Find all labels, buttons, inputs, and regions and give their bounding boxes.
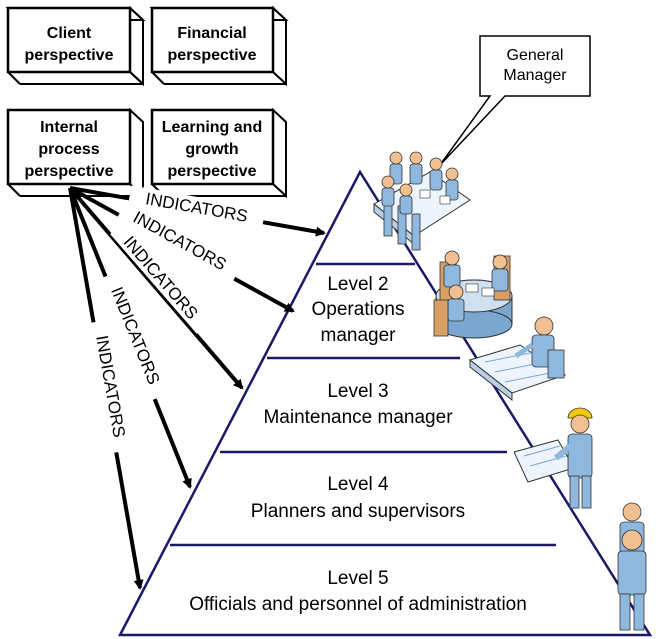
general-manager-callout: General Manager (439, 35, 591, 166)
svg-text:Level 2: Level 2 (327, 274, 388, 295)
svg-text:Internal: Internal (40, 119, 98, 136)
svg-text:process: process (38, 141, 99, 158)
client-perspective-box: Client perspective (5, 5, 146, 87)
svg-text:Officials and personnel of adm: Officials and personnel of administratio… (189, 594, 527, 615)
svg-text:Level 3: Level 3 (327, 381, 388, 402)
svg-text:Learning and: Learning and (162, 119, 262, 136)
level-5-label: Level 5 Officials and personnel of admin… (189, 568, 527, 615)
internal-process-perspective-box: Internal process perspective (6, 107, 144, 199)
svg-text:Maintenance manager: Maintenance manager (263, 407, 453, 428)
team-meeting-icon (433, 250, 513, 339)
svg-text:Manager: Manager (503, 67, 567, 84)
svg-text:perspective: perspective (168, 163, 257, 180)
svg-text:Operations: Operations (312, 299, 405, 320)
svg-text:General: General (507, 47, 564, 64)
pyramid (117, 169, 653, 637)
svg-text:Planners and supervisors: Planners and supervisors (251, 501, 465, 522)
svg-text:Financial: Financial (177, 25, 246, 42)
level-2-label: Level 2 Operations manager (312, 274, 405, 346)
svg-text:INDICATORS: INDICATORS (92, 334, 129, 439)
svg-text:perspective: perspective (25, 47, 114, 64)
engineer-with-plan-icon (513, 407, 593, 509)
svg-text:perspective: perspective (25, 163, 114, 180)
svg-text:Level 4: Level 4 (327, 474, 389, 495)
svg-text:growth: growth (185, 141, 238, 158)
level-4-label: Level 4 Planners and supervisors (251, 474, 465, 522)
indicator-label-5: INDICATORS (89, 319, 133, 454)
board-meeting-icon (373, 151, 471, 251)
learning-growth-perspective-box: Learning and growth perspective (150, 107, 287, 199)
svg-text:Level 5: Level 5 (327, 568, 388, 589)
svg-text:manager: manager (321, 325, 397, 346)
level-3-label: Level 3 Maintenance manager (263, 381, 453, 428)
indicator-arrow-3 (68, 186, 244, 390)
svg-text:Client: Client (47, 25, 92, 42)
drafting-person-icon (468, 316, 567, 402)
financial-perspective-box: Financial perspective (149, 5, 289, 87)
svg-text:perspective: perspective (168, 47, 257, 64)
two-workers-icon (617, 502, 647, 631)
